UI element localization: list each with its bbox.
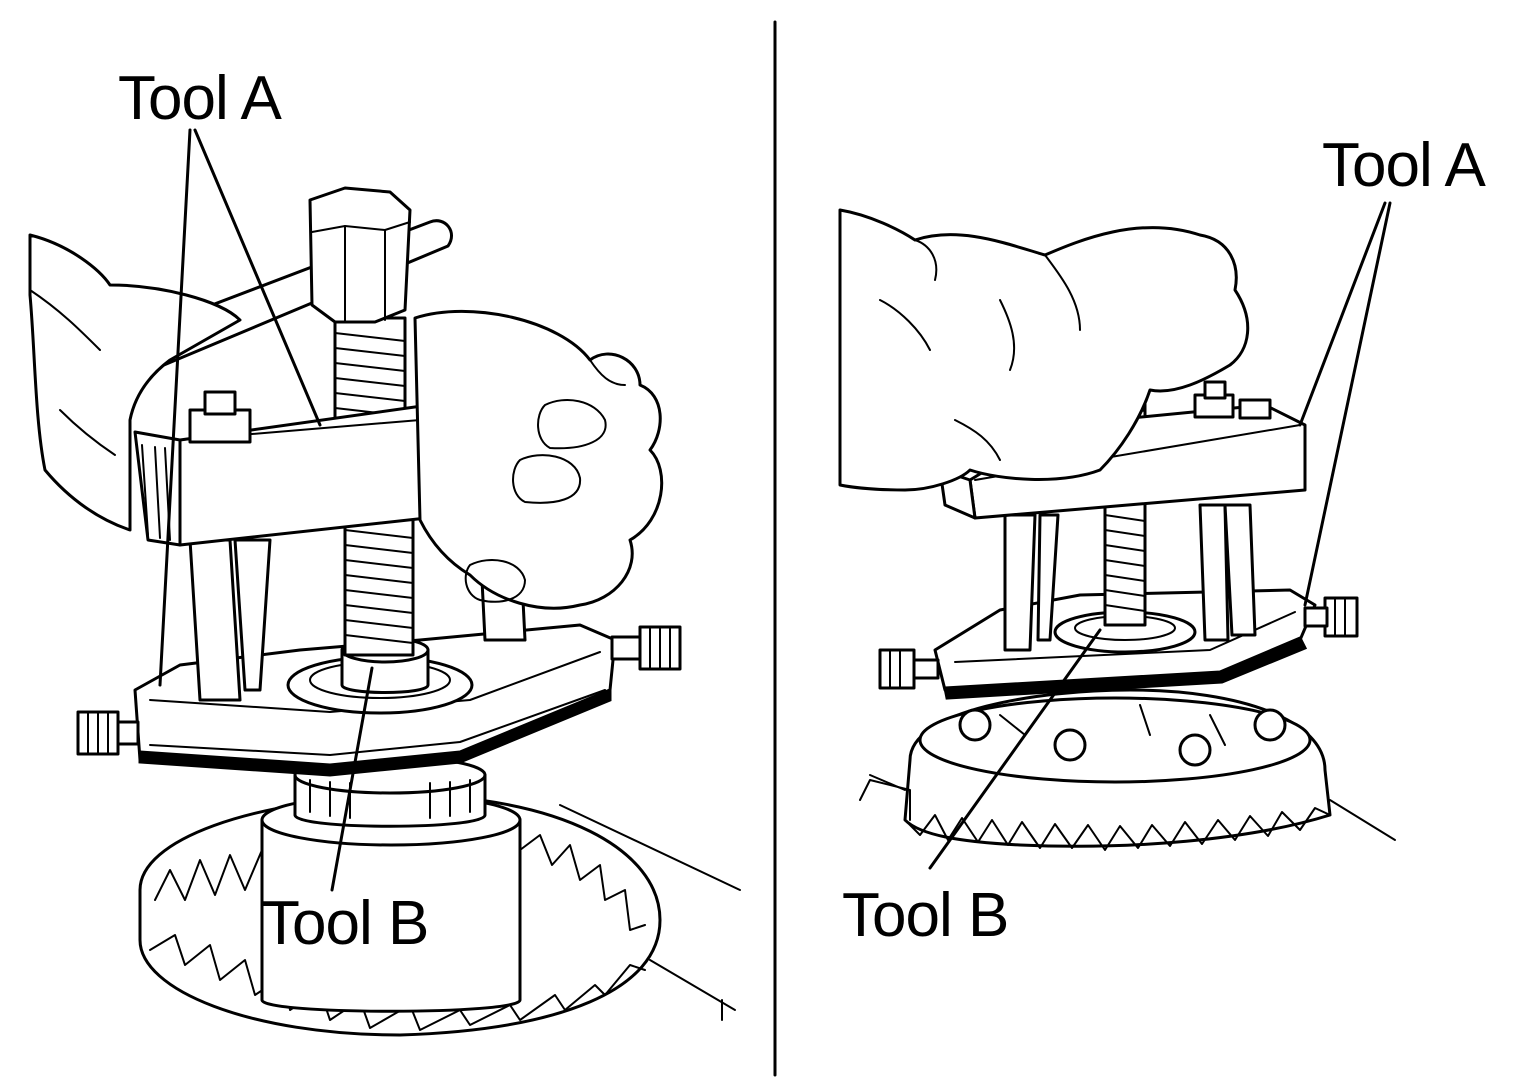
- right-leader-lines: [928, 201, 1392, 870]
- right-tool-a-label: Tool A: [1322, 131, 1486, 200]
- left-tool-a-label: Tool A: [118, 64, 282, 133]
- left-hub: [260, 755, 522, 1013]
- right-tool-b-label: Tool B: [842, 881, 1009, 950]
- right-hand: [838, 208, 1250, 492]
- left-leader-lines: [158, 128, 374, 892]
- left-tool-b-label: Tool B: [262, 889, 429, 958]
- left-illustration: [28, 128, 741, 1037]
- left-hand-left: [28, 233, 242, 532]
- left-center-screw: [333, 316, 415, 657]
- left-hand-right: [413, 309, 664, 610]
- right-illustration: [838, 201, 1396, 870]
- right-puller-legs: [1003, 503, 1257, 652]
- right-ring-gear: [859, 688, 1396, 851]
